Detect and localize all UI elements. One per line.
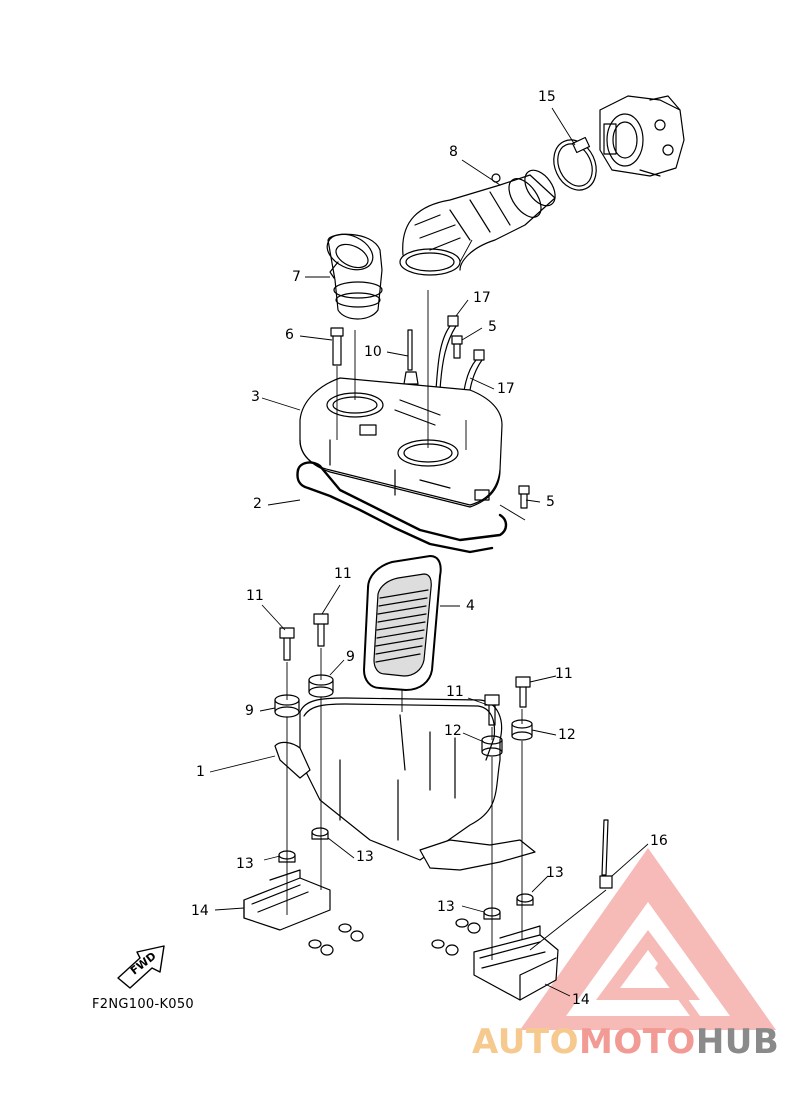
callout-11-left: 11 xyxy=(246,588,264,604)
callout-16: 16 xyxy=(650,833,668,849)
bolt-11c xyxy=(484,694,500,726)
breather-hose-17a xyxy=(435,315,459,391)
callout-10: 10 xyxy=(364,344,382,360)
callout-1: 1 xyxy=(196,764,205,780)
hose-clamp-15 xyxy=(553,136,597,191)
callout-12-left: 12 xyxy=(444,723,462,739)
bolt-11a xyxy=(279,627,295,661)
band-16 xyxy=(599,819,613,889)
callout-4: 4 xyxy=(466,598,475,614)
callout-14-left: 14 xyxy=(191,903,209,919)
callout-14-right: 14 xyxy=(572,992,590,1008)
watermark: AUTOMOTOHUB xyxy=(472,1022,779,1062)
intake-duct-8 xyxy=(399,169,556,276)
callout-13-right-2: 13 xyxy=(437,899,455,915)
throttle-body xyxy=(599,95,685,177)
watermark-hub: HUB xyxy=(695,1022,780,1062)
bolt-6 xyxy=(330,327,344,366)
bolt-11b xyxy=(313,613,329,647)
collar-13d xyxy=(516,893,534,906)
callout-3: 3 xyxy=(251,389,260,405)
callout-6: 6 xyxy=(285,327,294,343)
leader-lines xyxy=(209,107,649,997)
callout-5-lower: 5 xyxy=(546,494,555,510)
callout-9-left: 9 xyxy=(245,703,254,719)
gasket-2 xyxy=(296,461,508,554)
nuts-left xyxy=(308,923,364,956)
nuts-right xyxy=(431,918,481,956)
callout-17-lower: 17 xyxy=(497,381,515,397)
callout-11-right-1: 11 xyxy=(446,684,464,700)
air-filter-element-4 xyxy=(363,555,442,691)
air-cleaner-case-1 xyxy=(274,697,536,871)
callout-13-left-1: 13 xyxy=(236,856,254,872)
callout-7: 7 xyxy=(292,269,301,285)
callout-13-right-1: 13 xyxy=(546,865,564,881)
callout-8: 8 xyxy=(449,144,458,160)
clip-10 xyxy=(403,329,419,385)
callout-2: 2 xyxy=(253,496,262,512)
callout-15: 15 xyxy=(538,89,556,105)
screw-5b xyxy=(518,485,530,509)
collar-13b xyxy=(311,827,329,840)
callout-12-right: 12 xyxy=(558,727,576,743)
watermark-auto: AUTO xyxy=(472,1022,579,1062)
callout-5-upper: 5 xyxy=(488,319,497,335)
screw-5a xyxy=(451,335,463,359)
air-cleaner-case-cap-3 xyxy=(299,377,503,508)
bolt-11d xyxy=(515,676,531,708)
callout-9-right: 9 xyxy=(346,649,355,665)
diagram-code: F2NG100-K050 xyxy=(92,997,194,1012)
callout-17-upper: 17 xyxy=(473,290,491,306)
joint-7 xyxy=(326,233,383,320)
bracket-14b xyxy=(473,925,559,1001)
callout-13-left-2: 13 xyxy=(356,849,374,865)
grommet-12a xyxy=(481,735,503,757)
callout-11-right-2: 11 xyxy=(555,666,573,682)
automotohub-logo xyxy=(520,848,776,1030)
fwd-arrow-icon xyxy=(117,945,165,989)
callout-11-left-2: 11 xyxy=(334,566,352,582)
watermark-moto: MOTO xyxy=(578,1022,696,1062)
